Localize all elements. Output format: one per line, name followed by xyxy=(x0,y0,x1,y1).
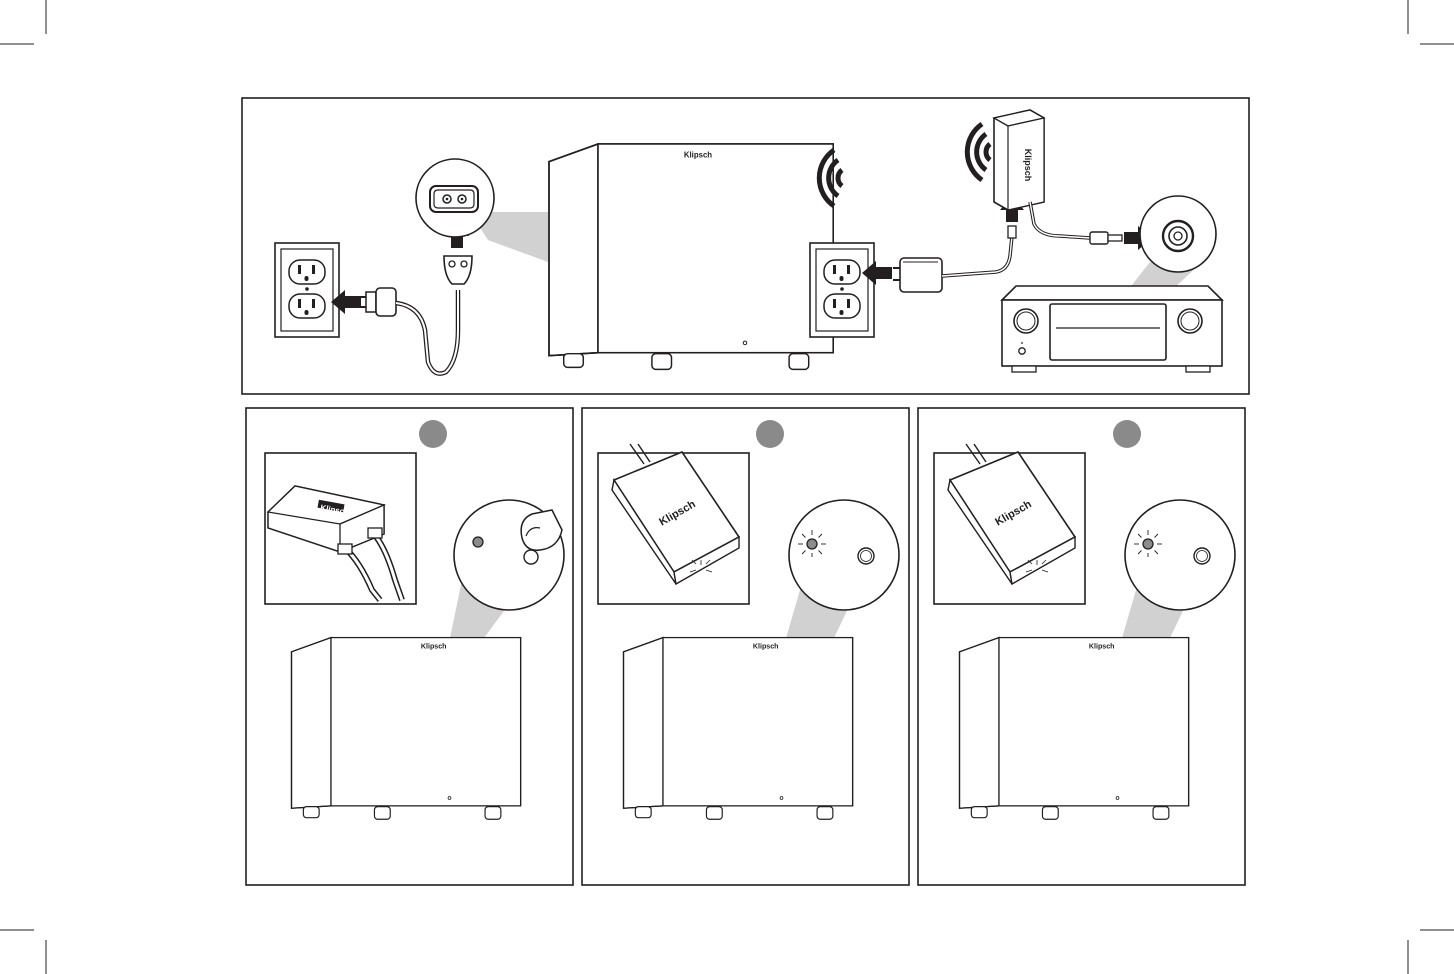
led-blink-zoom xyxy=(1125,500,1235,610)
transmitter-blink-inset xyxy=(598,444,749,604)
step-panel-2: Klipsch xyxy=(582,408,909,885)
iec-connector xyxy=(444,256,472,284)
brand-logo: Klipsch xyxy=(684,151,712,160)
step-2-badge xyxy=(756,420,784,448)
step-1-badge xyxy=(419,420,447,448)
subwoofer-step-3: Klipsch xyxy=(960,638,1189,820)
svg-text:Klipsch: Klipsch xyxy=(753,643,779,651)
wall-outlet-right xyxy=(810,243,874,337)
connection-panel: Klipsch Klipsch xyxy=(242,98,1249,394)
step-3-badge xyxy=(1113,420,1141,448)
transmitter-blink-inset xyxy=(934,444,1085,604)
step-panel-1: Klipsch Klipsch xyxy=(246,408,573,885)
led-blink-zoom xyxy=(789,500,899,610)
pair-button-zoom xyxy=(454,500,564,610)
rca-jack-zoom xyxy=(1140,196,1216,272)
status-led xyxy=(1143,539,1153,549)
power-inlet-zoom xyxy=(416,159,494,237)
wall-outlet-left xyxy=(275,243,339,337)
subwoofer-step-1: Klipsch xyxy=(292,638,521,820)
step-panel-3: Klipsch xyxy=(918,408,1245,885)
status-led xyxy=(807,539,817,549)
svg-text:Klipsch: Klipsch xyxy=(421,643,447,651)
status-led xyxy=(473,537,483,547)
pair-button xyxy=(524,550,538,564)
svg-text:Klipsch: Klipsch xyxy=(1089,643,1115,651)
subwoofer-main: Klipsch xyxy=(549,144,833,369)
svg-text:Klipsch: Klipsch xyxy=(1023,149,1033,182)
av-receiver xyxy=(1002,286,1222,372)
subwoofer-step-2: Klipsch xyxy=(624,638,853,820)
transmitter-connect-inset: Klipsch xyxy=(265,453,416,604)
